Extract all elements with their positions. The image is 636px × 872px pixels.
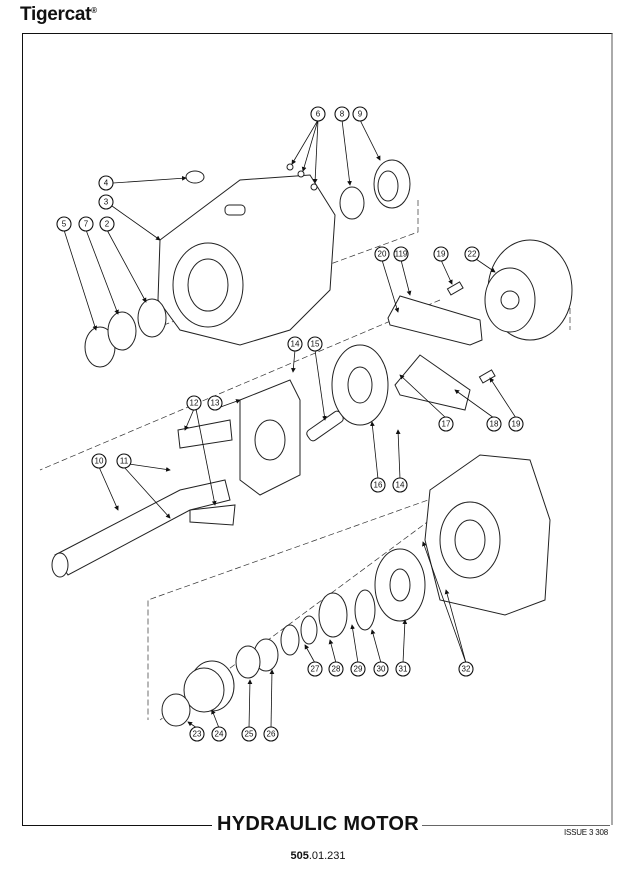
svg-text:19: 19 [512, 420, 521, 429]
svg-text:16: 16 [374, 481, 383, 490]
snap-rings-left [84, 298, 167, 368]
svg-text:26: 26 [267, 730, 276, 739]
diagram-frame [22, 33, 613, 825]
callout-22: 22 [464, 246, 480, 262]
callout-31: 31 [395, 661, 411, 677]
callout-12: 12 [186, 395, 202, 411]
svg-text:22: 22 [468, 250, 477, 259]
callout-27: 27 [307, 661, 323, 677]
svg-text:2: 2 [105, 220, 110, 229]
page-number-rest: .01.231 [308, 850, 346, 862]
brand-name: Tigercat [20, 4, 92, 25]
svg-text:30: 30 [377, 665, 386, 674]
callout-19: 19 [433, 246, 449, 262]
svg-text:8: 8 [340, 110, 345, 119]
callout-14-lower: 14 [392, 477, 408, 493]
svg-text:14: 14 [291, 340, 300, 349]
title-rule-right [420, 825, 610, 826]
bearing-saddles [387, 295, 483, 411]
callout-8: 8 [334, 106, 350, 122]
drive-shaft [51, 479, 231, 578]
callout-30: 30 [373, 661, 389, 677]
cylinder-block [484, 239, 573, 341]
leader-lines [63, 119, 517, 729]
callout-19-lower: 19 [508, 416, 524, 432]
callout-28: 28 [328, 661, 344, 677]
svg-text:10: 10 [95, 457, 104, 466]
tigercat-logo: Tigercat® [20, 4, 97, 26]
callout-3: 3 [98, 194, 114, 210]
callout-6: 6 [310, 106, 326, 122]
callout-15: 15 [307, 336, 323, 352]
pin [306, 410, 344, 442]
callout-20: 20 [374, 246, 390, 262]
svg-text:14: 14 [396, 481, 405, 490]
svg-text:9: 9 [358, 110, 363, 119]
svg-text:12: 12 [190, 399, 199, 408]
callout-7: 7 [78, 216, 94, 232]
registered-mark: ® [91, 6, 97, 15]
svg-text:11: 11 [120, 457, 129, 466]
svg-text:32: 32 [462, 665, 471, 674]
motor-housing [157, 174, 336, 346]
callout-26: 26 [263, 726, 279, 742]
o-rings [286, 163, 318, 191]
retainer-plate [331, 344, 389, 426]
page-title-text: HYDRAULIC MOTOR [214, 813, 422, 835]
bolts [446, 281, 496, 384]
issue-label: ISSUE 3 308 [563, 828, 608, 837]
valve-plate [374, 548, 426, 622]
callout-24: 24 [211, 726, 227, 742]
svg-text:6: 6 [316, 110, 321, 119]
callout-29: 29 [350, 661, 366, 677]
spring-and-washers [161, 589, 376, 727]
callout-18: 18 [486, 416, 502, 432]
callout-11: 11 [116, 453, 132, 469]
callout-16: 16 [370, 477, 386, 493]
callout-10: 10 [91, 453, 107, 469]
svg-text:15: 15 [311, 340, 320, 349]
svg-text:25: 25 [245, 730, 254, 739]
callout-2: 2 [99, 216, 115, 232]
svg-text:20: 20 [378, 250, 387, 259]
callout-14: 14 [287, 336, 303, 352]
svg-text:19: 19 [437, 250, 446, 259]
bearing [373, 159, 411, 209]
callout-25: 25 [241, 726, 257, 742]
callout-5: 5 [56, 216, 72, 232]
svg-text:119: 119 [395, 250, 408, 259]
callout-32: 32 [458, 661, 474, 677]
svg-text:5: 5 [62, 220, 67, 229]
svg-text:4: 4 [104, 179, 109, 188]
page-number-section: 505 [290, 850, 309, 862]
title-rule-left [22, 825, 212, 826]
callout-23: 23 [189, 726, 205, 742]
swash-plate [239, 379, 301, 496]
svg-text:29: 29 [354, 665, 363, 674]
svg-text:24: 24 [215, 730, 224, 739]
svg-text:17: 17 [442, 420, 451, 429]
plug [185, 170, 205, 184]
svg-text:31: 31 [399, 665, 408, 674]
svg-text:7: 7 [84, 220, 89, 229]
svg-text:27: 27 [311, 665, 320, 674]
seal [339, 186, 365, 220]
bearing-shells [177, 419, 236, 526]
callout-119: 119 [393, 246, 409, 262]
svg-text:3: 3 [104, 198, 109, 207]
end-housing [424, 454, 551, 616]
page-number: 505.01.231 [0, 850, 636, 862]
callout-4: 4 [98, 175, 114, 191]
callout-9: 9 [352, 106, 368, 122]
callout-13: 13 [207, 395, 223, 411]
callout-17: 17 [438, 416, 454, 432]
svg-text:28: 28 [332, 665, 341, 674]
svg-text:13: 13 [211, 399, 220, 408]
page-title: HYDRAULIC MOTOR [0, 813, 636, 836]
svg-text:23: 23 [193, 730, 202, 739]
svg-text:18: 18 [490, 420, 499, 429]
